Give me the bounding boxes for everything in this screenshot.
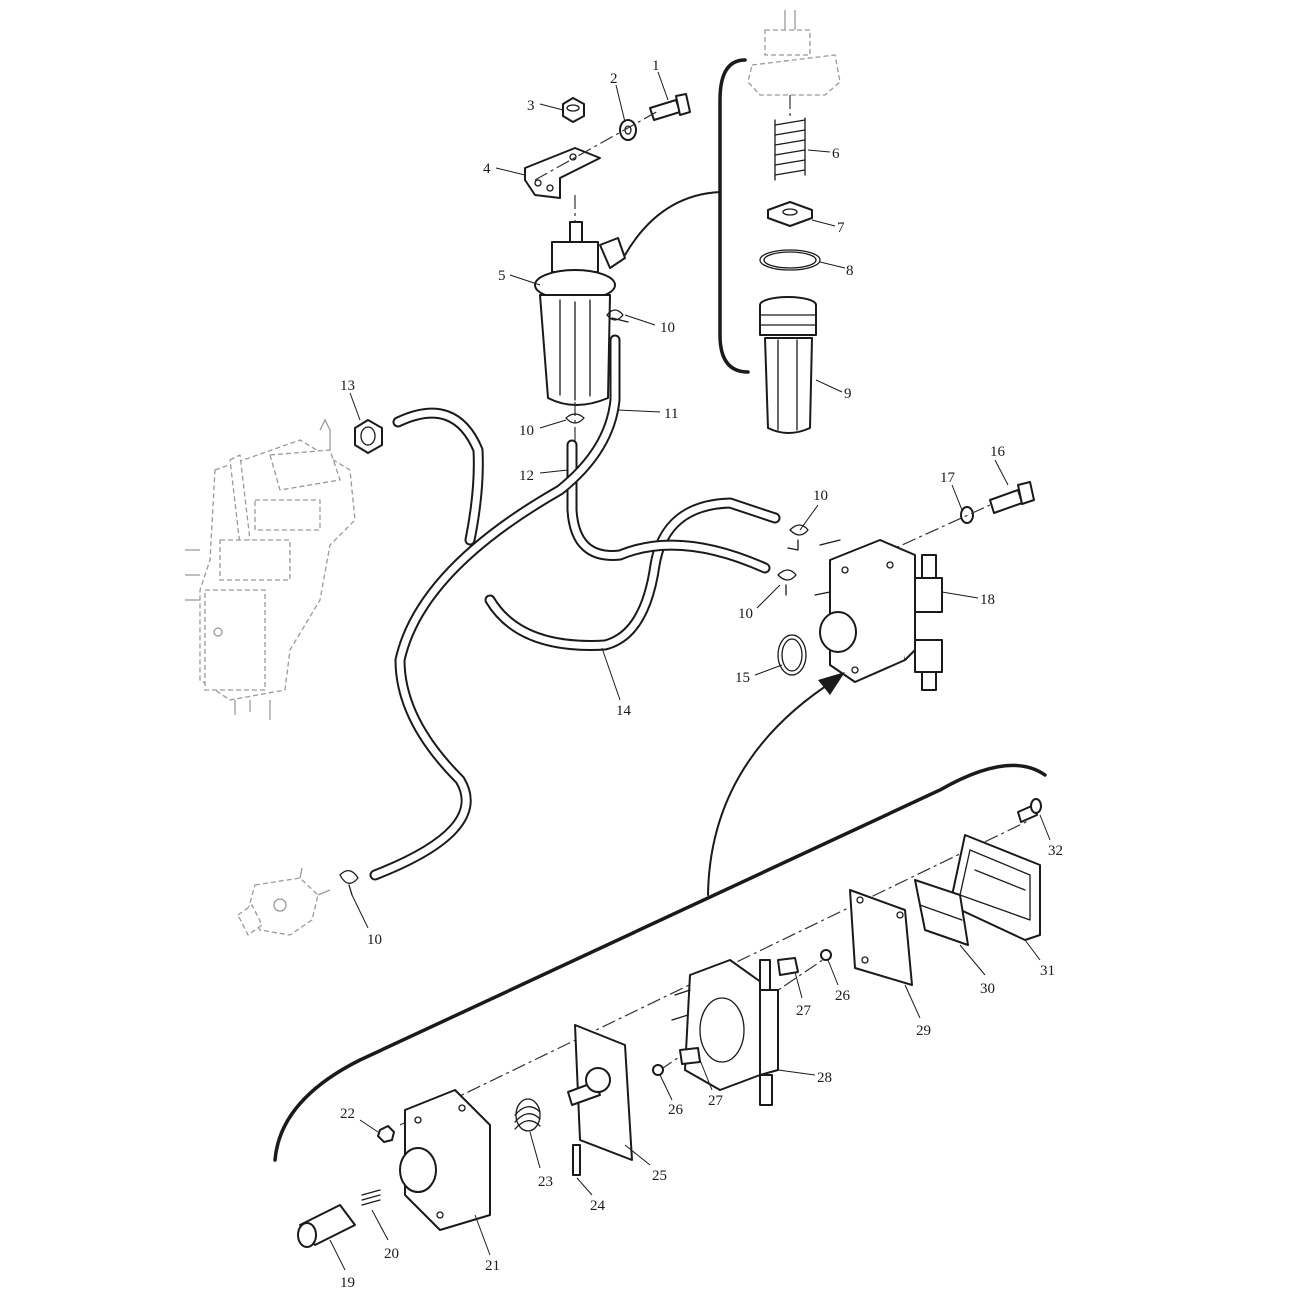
carburetor-ghost: [237, 867, 331, 936]
part-13-fitting: [354, 419, 383, 454]
part-30-diaphragm: [914, 879, 969, 946]
callout-22: 22: [340, 1106, 355, 1122]
callout-19: 19: [340, 1275, 355, 1291]
callout-23: 23: [538, 1174, 553, 1190]
callout-1: 1: [652, 58, 660, 74]
part-16-bolt: [989, 481, 1035, 514]
detail-panel-divider: [273, 763, 1047, 1162]
hose-14: [392, 407, 781, 651]
part-23-spring: [514, 1098, 541, 1132]
callout-18: 18: [980, 592, 995, 608]
callout-15: 15: [735, 670, 750, 686]
callout-27-b: 27: [708, 1093, 724, 1109]
part-6-spring: [774, 117, 806, 181]
part-10-clip-a: [606, 309, 629, 323]
part-24-pin: [572, 1144, 581, 1176]
callout-14: 14: [616, 703, 632, 719]
part-32-screw: [1017, 798, 1042, 823]
part-3-nut: [562, 97, 585, 123]
leader-lines: [329, 71, 1051, 1271]
callout-27-a: 27: [796, 1003, 812, 1019]
detail-pointer-arrow: [707, 679, 836, 896]
part-19-plunger: [297, 1204, 356, 1248]
part-9-filter-bowl: [759, 296, 817, 434]
part-22-nut: [377, 1125, 395, 1143]
part-27-check-valve-b: [679, 1047, 701, 1065]
callout-10-c: 10: [813, 488, 828, 504]
callout-labels: 1 2 3 4 5 6 7 8 9 10 10 10 10 10 11 12 1…: [340, 58, 1063, 1291]
part-7-retainer: [767, 201, 813, 227]
callout-3: 3: [527, 98, 535, 114]
part-26-screw-a: [820, 949, 832, 961]
callout-26-b: 26: [668, 1102, 684, 1118]
axis-line-detail-main: [399, 819, 1031, 1126]
callout-25: 25: [652, 1168, 667, 1184]
callout-31: 31: [1040, 963, 1055, 979]
part-4-bracket: [524, 147, 601, 199]
part-18-fuel-pump: [814, 539, 943, 691]
part-26-screw-b: [652, 1064, 664, 1076]
callout-16: 16: [990, 444, 1006, 460]
callout-4: 4: [483, 161, 491, 177]
part-1-bolt: [649, 93, 691, 121]
callout-21: 21: [485, 1258, 500, 1274]
part-20-spring: [361, 1189, 381, 1206]
part-10-clip-d: [777, 569, 797, 596]
part-25-diaphragm: [567, 1024, 633, 1161]
hose-12: [566, 439, 771, 574]
callout-30: 30: [980, 981, 995, 997]
engine-block-ghost: [185, 418, 356, 720]
part-2-washer: [619, 119, 637, 141]
part-10-clip-b: [565, 413, 585, 424]
callout-20: 20: [384, 1246, 399, 1262]
part-5-fuel-filter: [534, 221, 626, 406]
callout-24: 24: [590, 1198, 606, 1214]
callout-7: 7: [837, 220, 845, 236]
callout-12: 12: [519, 468, 534, 484]
axis-line-top: [534, 109, 661, 181]
callout-10-b: 10: [519, 423, 534, 439]
part-29-gasket: [849, 889, 913, 986]
callout-5: 5: [498, 268, 506, 284]
hose-11: [369, 334, 621, 881]
callout-10-a: 10: [660, 320, 675, 336]
part-27-check-valve-a: [777, 957, 799, 976]
callout-17: 17: [940, 470, 956, 486]
callout-26-a: 26: [835, 988, 851, 1004]
callout-32: 32: [1048, 843, 1063, 859]
part-8-o-ring: [759, 249, 821, 271]
callout-13: 13: [340, 378, 355, 394]
part-10-clip-e: [339, 870, 359, 896]
callout-6: 6: [832, 146, 840, 162]
part-21-pump-housing: [399, 1089, 491, 1231]
callout-10-e: 10: [367, 932, 382, 948]
callout-11: 11: [664, 406, 678, 422]
callout-29: 29: [916, 1023, 931, 1039]
callout-2: 2: [610, 71, 618, 87]
part-15-o-ring: [777, 634, 807, 676]
callout-10-d: 10: [738, 606, 753, 622]
axis-line-pump-bolt: [879, 504, 991, 556]
callout-8: 8: [846, 263, 854, 279]
detail-pointer-arrowhead: [818, 672, 845, 695]
filter-detail-connector: [624, 191, 721, 256]
callout-28: 28: [817, 1070, 832, 1086]
part-28-pump-body: [671, 959, 779, 1106]
filter-detail-bracket: [718, 58, 750, 374]
part-10-clip-c: [787, 524, 809, 551]
callout-9: 9: [844, 386, 852, 402]
filter-cap-ghost: [747, 10, 841, 96]
